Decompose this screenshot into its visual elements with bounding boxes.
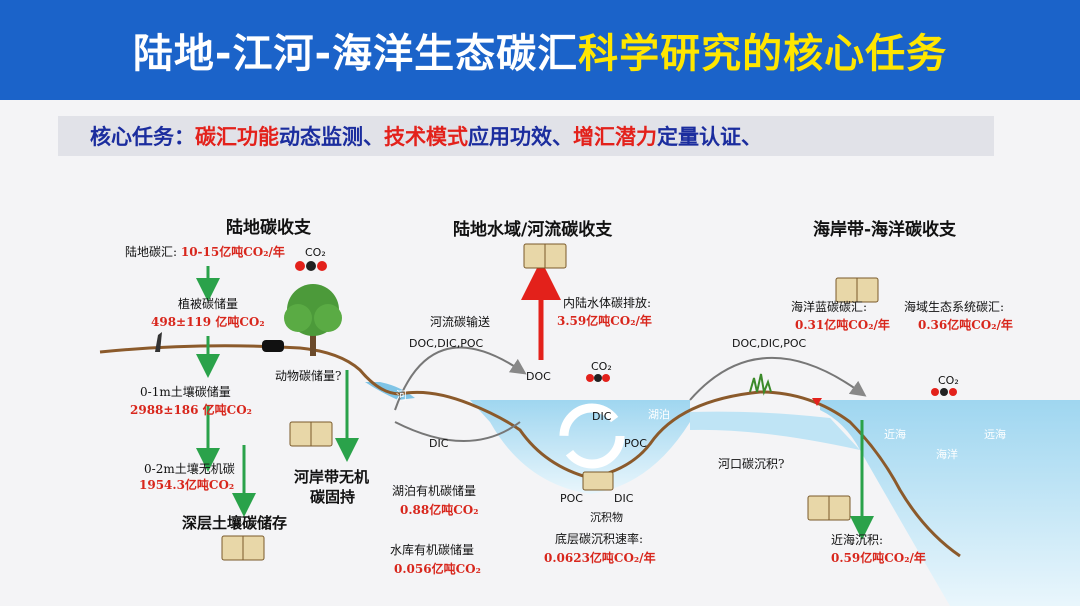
emission-value: 3.59亿吨CO₂/年 (557, 314, 652, 328)
lake-word: 湖泊 (648, 408, 670, 421)
animal-label: 动物碳储量? (275, 369, 342, 383)
section-coast: 海岸带-海洋碳收支 (813, 220, 957, 240)
soil2-label: 0-2m土壤无机碳 (144, 462, 235, 476)
co2-molecule-icon (931, 388, 957, 396)
lake-water (470, 400, 690, 494)
riverbank-label-2: 碳固持 (310, 488, 356, 506)
coast-co2-label: CO₂ (938, 374, 959, 387)
dic-return-arc (394, 421, 521, 442)
estuary-water (690, 411, 860, 450)
task2-red: 技术模式 (384, 125, 468, 149)
sed-rate-value: 0.0623亿吨CO₂/年 (544, 551, 656, 565)
coast-doc-dic-poc: DOC,DIC,POC (732, 337, 807, 350)
far-sea-word: 远海 (984, 428, 1006, 441)
river-doc-dic-poc: DOC,DIC,POC (409, 337, 484, 350)
lake-storage-label: 湖泊有机碳储量 (392, 484, 477, 498)
bison-icon (262, 340, 284, 352)
carbon-budget-diagram (99, 243, 1080, 606)
reservoir-value: 0.056亿吨CO₂ (394, 562, 481, 576)
lake-cycle-ring (559, 403, 625, 469)
blue-carbon-label: 海洋蓝碳碳汇: (791, 300, 868, 314)
book-icon (221, 535, 265, 561)
red-marker-icon (812, 398, 822, 406)
book-icon (523, 243, 567, 269)
giraffe-icon (155, 332, 162, 352)
veg-value: 498±119 亿吨CO₂ (151, 315, 265, 329)
sediment-label: 沉积物 (590, 511, 623, 524)
lake-co2-label: CO₂ (591, 360, 612, 373)
co2-molecule-icon (586, 374, 610, 382)
task-prefix: 核心任务： (90, 125, 195, 149)
near-deposit-label: 近海沉积: (831, 533, 884, 547)
river-word: 河 (396, 389, 407, 402)
blue-carbon-value: 0.31亿吨CO₂/年 (795, 318, 890, 332)
title-part1: 陆地-江河-海洋生态碳汇 (132, 31, 579, 77)
emission-label: 内陆水体碳排放: (563, 296, 652, 310)
book-icon (289, 421, 333, 447)
land-sink-value: 10-15亿吨CO₂/年 (180, 245, 285, 259)
near-deposit-value: 0.59亿吨CO₂/年 (831, 551, 926, 565)
ocean-word: 海洋 (936, 448, 958, 461)
task3-red: 增汇潜力 (573, 125, 657, 149)
soil1-label: 0-1m土壤碳储量 (140, 385, 231, 399)
title-part2: 科学研究的核心任务 (578, 31, 948, 77)
lake-poc-label: POC (624, 437, 647, 450)
sea-eco-label: 海域生态系统碳汇: (904, 300, 1005, 314)
task1-red: 碳汇功能 (195, 125, 279, 149)
sediment-poc-label: POC (560, 492, 583, 505)
task3-blue: 定量认证、 (657, 125, 762, 149)
title-bar: 陆地-江河-海洋生态碳汇科学研究的核心任务 (0, 0, 1080, 100)
book-icon (835, 277, 879, 303)
book-icon (582, 471, 614, 491)
riverbank-label-1: 河岸带无机 (294, 468, 370, 486)
sediment-dic-label: DIC (614, 492, 634, 505)
co2-label: CO₂ (305, 246, 326, 259)
estuary-label: 河口碳沉积? (718, 457, 785, 471)
co2-molecule-icon (295, 261, 327, 271)
river-transport-label: 河流碳输送 (430, 315, 491, 329)
river-dic-label: DIC (429, 437, 449, 450)
task2-blue: 应用功效、 (468, 125, 573, 149)
tree-trunk (310, 320, 316, 356)
river-doc-label: DOC (526, 370, 551, 383)
lake-dic-label: DIC (592, 410, 612, 423)
ground-line (99, 344, 961, 558)
section-river: 陆地水域/河流碳收支 (453, 220, 613, 240)
sed-rate-label: 底层碳沉积速率: (555, 532, 644, 546)
task1-blue: 动态监测、 (279, 125, 384, 149)
lake-storage-value: 0.88亿吨CO₂ (400, 503, 479, 517)
near-sea-word: 近海 (884, 428, 906, 441)
veg-label: 植被碳储量 (178, 297, 239, 311)
reservoir-label: 水库有机碳储量 (390, 543, 475, 557)
ocean-water (820, 400, 1080, 606)
sea-eco-value: 0.36亿吨CO₂/年 (918, 318, 1013, 332)
coast-transport-arc (689, 356, 867, 401)
land-sink-label: 陆地碳汇: 10-15亿吨CO₂/年 (125, 245, 285, 259)
core-task-bar: 核心任务： 碳汇功能动态监测、 技术模式应用功效、 增汇潜力定量认证、 (58, 116, 994, 156)
grass-icon (749, 373, 772, 396)
river-transport-arc (394, 346, 527, 411)
section-land: 陆地碳收支 (226, 218, 311, 238)
book-icon (807, 495, 851, 521)
soil1-value: 2988±186 亿吨CO₂ (130, 403, 252, 417)
deep-soil-label: 深层土壤碳储存 (182, 514, 288, 532)
soil2-value: 1954.3亿吨CO₂ (139, 478, 235, 492)
